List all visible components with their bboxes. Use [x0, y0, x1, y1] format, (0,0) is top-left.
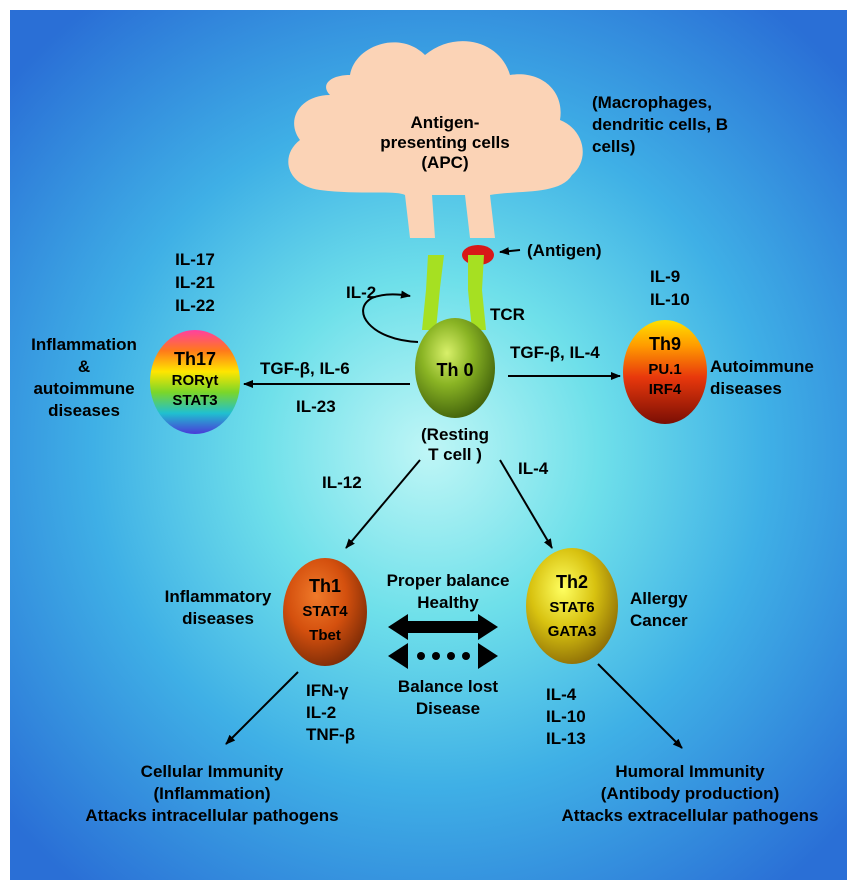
th2-cytokine-3: IL-13	[546, 729, 586, 748]
th0-to-th1-arrow	[345, 459, 421, 549]
balance-proper-line-1: Proper balance	[387, 571, 510, 590]
apc-label-line-3: (APC)	[421, 153, 468, 172]
imbalance-dotted-shaft	[417, 652, 470, 660]
th17-cytokine-1: IL-17	[175, 250, 215, 269]
imbalance-dot	[432, 652, 440, 660]
th1-outcome-line-1: Cellular Immunity	[141, 762, 284, 781]
tcr-label: TCR	[490, 305, 525, 324]
apc-label: Antigen- presenting cells (APC)	[380, 113, 509, 172]
th2-factor-1: STAT6	[549, 599, 594, 616]
imbalance-dot	[417, 652, 425, 660]
imbalance-dot	[462, 652, 470, 660]
th2-disease-line-1: Allergy	[630, 589, 688, 608]
th2-name: Th2	[556, 572, 588, 592]
th9-diseases: Autoimmune diseases	[710, 357, 814, 398]
th2-disease-line-2: Cancer	[630, 611, 688, 630]
th2-outcome-line-2: (Antibody production)	[601, 784, 779, 803]
th17-inducer-top: TGF-β, IL-6	[260, 359, 350, 378]
apc-label-line-2: presenting cells	[380, 133, 509, 152]
apc-cloud-shape	[288, 41, 583, 238]
il2-autocrine-arrow	[362, 290, 419, 343]
imbalance-arrow-right-head	[478, 643, 498, 669]
th17-disease-line-1: Inflammation	[31, 335, 137, 354]
th1-inducer: IL-12	[322, 473, 362, 492]
th1-cytokine-3: TNF-β	[306, 725, 355, 744]
th1-factor-2: Tbet	[309, 627, 341, 644]
apc-examples: (Macrophages, dendritic cells, B cells)	[592, 93, 728, 156]
imbalance-dot	[447, 652, 455, 660]
th17-disease-line-2: &	[78, 357, 90, 376]
th17-cytokine-3: IL-22	[175, 296, 215, 315]
th2-cytokine-1: IL-4	[546, 685, 577, 704]
th9-cytokine-1: IL-9	[650, 267, 680, 286]
th2-outcome: Humoral Immunity (Antibody production) A…	[562, 762, 819, 825]
th9-name: Th9	[649, 334, 681, 354]
th17-factor-2: STAT3	[172, 392, 217, 409]
th1-disease-line-2: diseases	[182, 609, 254, 628]
il2-autocrine-label: IL-2	[346, 283, 376, 302]
apc-label-line-1: Antigen-	[411, 113, 480, 132]
antigen-label: (Antigen)	[527, 241, 602, 260]
th0-note-line-1: (Resting	[421, 425, 489, 444]
th17-disease-line-3: autoimmune	[33, 379, 134, 398]
th2-cytokines: IL-4 IL-10 IL-13	[546, 685, 586, 748]
th17-disease-line-4: diseases	[48, 401, 120, 420]
th0-note-line-2: T cell )	[428, 445, 482, 464]
th17-cell	[150, 330, 240, 434]
th9-factor-2: IRF4	[649, 381, 682, 398]
th1-cytokines: IFN-γ IL-2 TNF-β	[306, 681, 355, 744]
th0-cell	[415, 318, 495, 418]
th9-cytokines: IL-9 IL-10	[650, 267, 690, 309]
th1-to-outcome-arrow	[225, 671, 299, 745]
th1-factor-1: STAT4	[302, 603, 348, 620]
balance-lost-line-1: Balance lost	[398, 677, 498, 696]
th1-diseases: Inflammatory diseases	[165, 587, 272, 628]
apc-examples-line-3: cells)	[592, 137, 635, 156]
th9-disease-line-1: Autoimmune	[710, 357, 814, 376]
th1-name: Th1	[309, 576, 341, 596]
balance-proper-label: Proper balance Healthy	[387, 571, 510, 612]
apc-examples-line-2: dendritic cells, B	[592, 115, 728, 134]
th9-cell	[623, 320, 707, 424]
th1-cell	[283, 558, 367, 666]
th17-diseases: Inflammation & autoimmune diseases	[31, 335, 137, 420]
th2-diseases: Allergy Cancer	[630, 589, 688, 630]
tcr-right-arm	[468, 255, 486, 330]
th9-disease-line-2: diseases	[710, 379, 782, 398]
imbalance-arrow-left-head	[388, 643, 408, 669]
th9-cytokine-2: IL-10	[650, 290, 690, 309]
balance-lost-line-2: Disease	[416, 699, 480, 718]
th17-cytokine-2: IL-21	[175, 273, 215, 292]
th17-cytokines: IL-17 IL-21 IL-22	[175, 250, 215, 315]
antigen-pointer-arrow	[499, 247, 521, 256]
th9-inducer: TGF-β, IL-4	[510, 343, 600, 362]
th1-cytokine-1: IFN-γ	[306, 681, 349, 700]
th0-to-th2-arrow	[499, 459, 553, 549]
th2-cytokine-2: IL-10	[546, 707, 586, 726]
balance-proper-line-2: Healthy	[417, 593, 479, 612]
th17-factor-1: RORγt	[172, 372, 219, 389]
th1-outcome-line-3: Attacks intracellular pathogens	[85, 806, 338, 825]
th2-factor-2: GATA3	[548, 623, 597, 640]
th17-name: Th17	[174, 349, 216, 369]
balance-double-arrow	[388, 614, 498, 640]
th1-outcome-line-2: (Inflammation)	[153, 784, 270, 803]
th17-inducer-bottom: IL-23	[296, 397, 336, 416]
th2-cell	[526, 548, 618, 664]
apc-examples-line-1: (Macrophages,	[592, 93, 712, 112]
th1-outcome: Cellular Immunity (Inflammation) Attacks…	[85, 762, 338, 825]
th2-outcome-line-1: Humoral Immunity	[615, 762, 765, 781]
th2-outcome-line-3: Attacks extracellular pathogens	[562, 806, 819, 825]
th0-name: Th 0	[436, 360, 473, 380]
th9-factor-1: PU.1	[648, 361, 681, 378]
tcr-left-arm	[422, 255, 444, 330]
th2-inducer: IL-4	[518, 459, 549, 478]
balance-lost-label: Balance lost Disease	[398, 677, 498, 718]
th1-cytokine-2: IL-2	[306, 703, 336, 722]
th2-to-outcome-arrow	[597, 663, 683, 749]
th1-disease-line-1: Inflammatory	[165, 587, 272, 606]
